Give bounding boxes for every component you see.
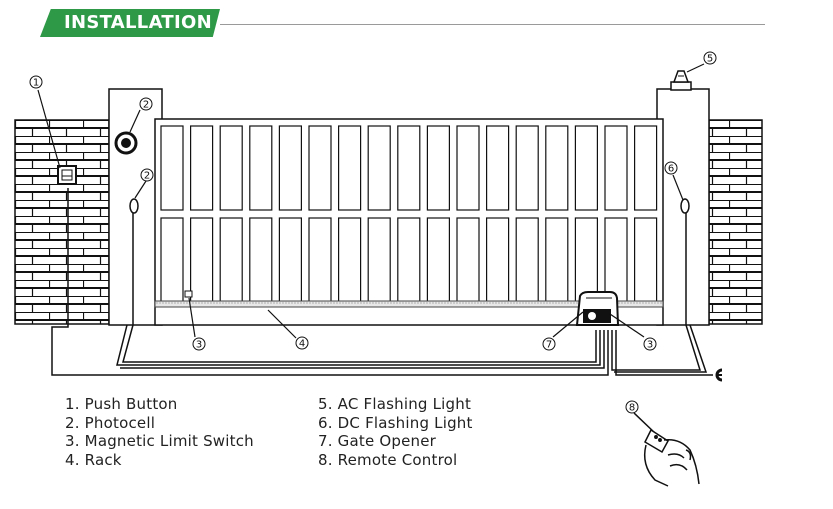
callouts: 1 2 2 3 3 4 5 6 7 8 — [29, 51, 717, 414]
callout-label: 1 — [33, 78, 39, 89]
callout-label: 5 — [707, 54, 713, 65]
gate-panel — [278, 125, 302, 211]
callout-marker: 6 — [664, 161, 678, 175]
remote-control-hand-icon — [633, 412, 700, 487]
legend-item-ac-flashing-light: 5. AC Flashing Light — [318, 395, 472, 413]
callout-marker: 8 — [625, 400, 639, 414]
callout-marker: 2 — [140, 168, 154, 182]
gate-panel — [486, 125, 510, 211]
gate-panel — [515, 125, 539, 211]
gate-panel — [160, 125, 184, 211]
gate-panel — [545, 125, 569, 211]
legend-left: 1. Push Button 2. Photocell 3. Magnetic … — [65, 395, 254, 470]
push-button — [57, 165, 77, 185]
leader-lines — [37, 63, 705, 339]
header-divider — [220, 24, 765, 25]
legend-item-dc-flashing-light: 6. DC Flashing Light — [318, 413, 473, 432]
gate-panel — [190, 125, 214, 211]
callout-marker: 5 — [703, 51, 717, 65]
ground-cables — [51, 188, 713, 376]
legend-item-push-button: 1. Push Button — [65, 395, 178, 413]
callout-marker: 1 — [29, 75, 43, 89]
callout-label: 4 — [299, 339, 305, 350]
brick-wall-left — [14, 119, 110, 325]
gate-panel — [633, 125, 658, 211]
callout-label: 2 — [143, 100, 149, 111]
header-tab: INSTALLATION — [40, 9, 220, 37]
callout-label: 6 — [668, 164, 674, 175]
gate-panel — [219, 125, 243, 211]
photocell-right — [680, 198, 690, 214]
gate-panel — [456, 125, 480, 211]
gate-panel — [397, 125, 421, 211]
gate-panel — [604, 125, 628, 211]
gate-panel — [367, 125, 391, 211]
ac-flashing-light — [670, 70, 692, 91]
gate-panel — [574, 125, 599, 211]
callout-marker: 7 — [542, 337, 556, 351]
callout-label: 3 — [196, 340, 202, 351]
legend-item-magnetic-limit-switch: 3. Magnetic Limit Switch — [65, 432, 254, 451]
legend-item-remote-control: 8. Remote Control — [318, 451, 458, 470]
legend-right: 5. AC Flashing Light 6. DC Flashing Ligh… — [318, 395, 473, 470]
callout-label: 2 — [144, 171, 150, 182]
magnetic-limit-switch — [184, 290, 193, 298]
callout-marker: 4 — [295, 336, 309, 350]
callout-marker: 3 — [192, 337, 206, 351]
gate-panel — [338, 125, 362, 211]
photocell-left — [129, 198, 139, 214]
callout-label: 8 — [629, 403, 635, 414]
gate-opener — [575, 291, 620, 326]
gate-panel — [308, 125, 332, 211]
callout-marker: 3 — [643, 337, 657, 351]
legend-item-gate-opener: 7. Gate Opener — [318, 432, 437, 451]
legend-item-rack: 4. Rack — [65, 451, 122, 470]
callout-label: 3 — [647, 340, 653, 351]
section-header: INSTALLATION — [0, 0, 833, 40]
sliding-gate — [154, 118, 664, 326]
header-title: INSTALLATION — [64, 12, 212, 33]
gate-panel — [249, 125, 273, 211]
callout-marker: 2 — [139, 97, 153, 111]
callout-label: 7 — [546, 340, 552, 351]
brick-wall-right — [708, 119, 763, 325]
legend-item-photocell: 2. Photocell — [65, 413, 156, 432]
gate-panel — [426, 125, 450, 211]
dc-flashing-light — [114, 131, 138, 155]
